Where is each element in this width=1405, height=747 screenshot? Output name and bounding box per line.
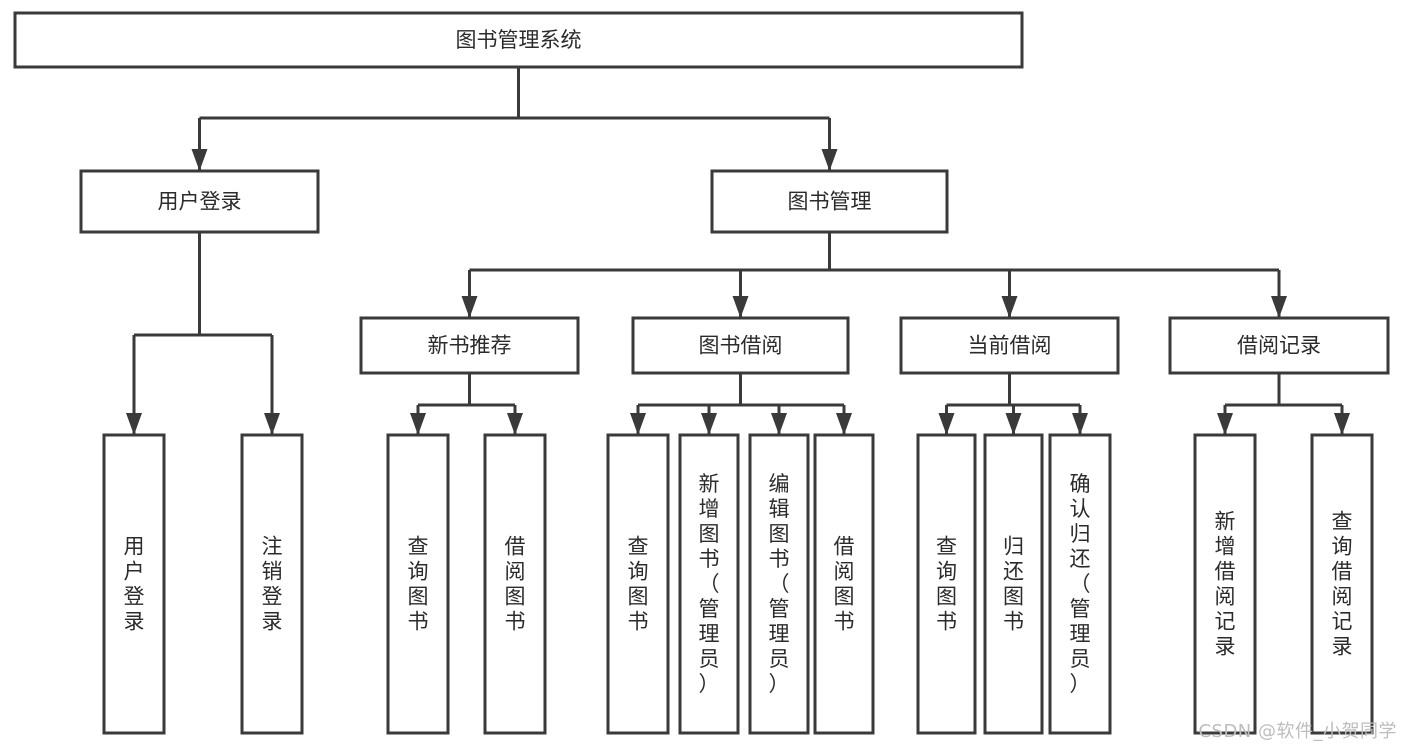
node-leaf-borrow-book-rec[interactable]: 借阅图书 [483,433,547,735]
node-label-new-book-rec: 新书推荐 [428,334,512,358]
node-label-user-login: 用户登录 [158,190,242,214]
node-leaf-edit-book[interactable]: 编辑图书（管理员） [748,433,810,735]
node-label-leaf-logout: 注销登录 [262,535,283,634]
arrow-head-icon [461,296,478,318]
node-box-current-borrow[interactable] [899,316,1120,375]
arrow-head-icon [630,413,646,435]
arrow-head-icon [771,413,787,435]
node-label-leaf-query-record: 查询借阅记录 [1332,510,1353,659]
arrow-head-icon [938,413,955,435]
node-box-leaf-add-record[interactable] [1193,433,1257,735]
node-box-leaf-confirm-return[interactable] [1048,433,1112,735]
node-box-leaf-query-book-borrow[interactable] [606,433,670,735]
node-label-leaf-user-login: 用户登录 [124,535,145,634]
node-leaf-add-book[interactable]: 新增图书（管理员） [678,433,740,735]
node-leaf-query-book-rec[interactable]: 查询图书 [386,433,450,735]
node-leaf-return-book[interactable]: 归还图书 [983,433,1044,735]
node-box-leaf-query-book-cur[interactable] [916,433,977,735]
node-box-user-login[interactable] [79,169,320,234]
arrow-head-icon [701,413,717,435]
node-label-leaf-borrow-book-rec: 借阅图书 [505,535,526,634]
node-label-leaf-add-record: 新增借阅记录 [1215,510,1236,659]
node-leaf-query-book-borrow[interactable]: 查询图书 [606,433,670,735]
node-box-leaf-add-book[interactable] [678,433,740,735]
arrow-head-icon [1271,296,1287,318]
node-book-manage[interactable]: 图书管理 [710,169,949,234]
node-user-login[interactable]: 用户登录 [79,169,320,234]
csdn-watermark: CSDN @软件_小贺同学 [1198,721,1397,742]
arrow-head-icon [1072,413,1088,435]
node-label-leaf-add-book: 新增图书（管理员） [699,472,720,696]
node-current-borrow[interactable]: 当前借阅 [899,316,1120,375]
node-leaf-user-login[interactable]: 用户登录 [102,433,166,735]
arrow-head-icon [732,296,749,318]
arrow-head-icon [126,413,142,435]
node-box-leaf-borrow-book[interactable] [813,433,875,735]
node-box-leaf-query-record[interactable] [1310,433,1374,735]
node-box-leaf-user-login[interactable] [102,433,166,735]
node-label-leaf-return-book: 归还图书 [1003,535,1024,634]
node-box-book-manage[interactable] [710,169,949,234]
arrow-head-icon [264,413,280,435]
arrow-head-icon [1001,296,1018,318]
node-leaf-logout[interactable]: 注销登录 [240,433,304,735]
node-label-borrow-record: 借阅记录 [1237,334,1321,358]
node-borrow-record[interactable]: 借阅记录 [1168,316,1390,375]
arrow-head-icon [507,413,523,435]
node-new-book-rec[interactable]: 新书推荐 [359,316,580,375]
node-label-current-borrow: 当前借阅 [968,334,1052,358]
node-leaf-borrow-book[interactable]: 借阅图书 [813,433,875,735]
node-book-borrow[interactable]: 图书借阅 [631,316,850,375]
node-box-leaf-edit-book[interactable] [748,433,810,735]
node-label-book-manage: 图书管理 [788,190,872,214]
node-label-leaf-query-book-borrow: 查询图书 [628,535,649,634]
node-box-new-book-rec[interactable] [359,316,580,375]
node-box-leaf-query-book-rec[interactable] [386,433,450,735]
arrow-head-icon [410,413,426,435]
node-label-leaf-borrow-book: 借阅图书 [834,535,855,634]
node-root[interactable]: 图书管理系统 [13,11,1024,69]
arrow-head-icon [836,413,852,435]
node-leaf-confirm-return[interactable]: 确认归还（管理员） [1048,433,1112,735]
arrow-head-icon [1334,413,1350,435]
node-box-root[interactable] [13,11,1024,69]
arrow-head-icon [191,149,208,171]
node-leaf-query-record[interactable]: 查询借阅记录 [1310,433,1374,735]
node-label-book-borrow: 图书借阅 [699,334,783,358]
node-layer: 图书管理系统用户登录图书管理新书推荐图书借阅当前借阅借阅记录用户登录注销登录查询… [13,11,1390,735]
node-leaf-query-book-cur[interactable]: 查询图书 [916,433,977,735]
node-box-book-borrow[interactable] [631,316,850,375]
node-label-leaf-edit-book: 编辑图书（管理员） [769,472,790,696]
arrow-head-icon [1005,413,1022,435]
connector-layer [126,67,1350,435]
node-label-leaf-query-book-rec: 查询图书 [408,535,429,634]
arrow-head-icon [821,149,838,171]
node-label-leaf-query-book-cur: 查询图书 [936,535,957,634]
node-box-leaf-logout[interactable] [240,433,304,735]
node-box-leaf-return-book[interactable] [983,433,1044,735]
node-box-leaf-borrow-book-rec[interactable] [483,433,547,735]
arrow-head-icon [1217,413,1233,435]
node-label-leaf-confirm-return: 确认归还（管理员） [1070,472,1091,696]
node-leaf-add-record[interactable]: 新增借阅记录 [1193,433,1257,735]
node-label-root: 图书管理系统 [456,28,582,52]
node-box-borrow-record[interactable] [1168,316,1390,375]
